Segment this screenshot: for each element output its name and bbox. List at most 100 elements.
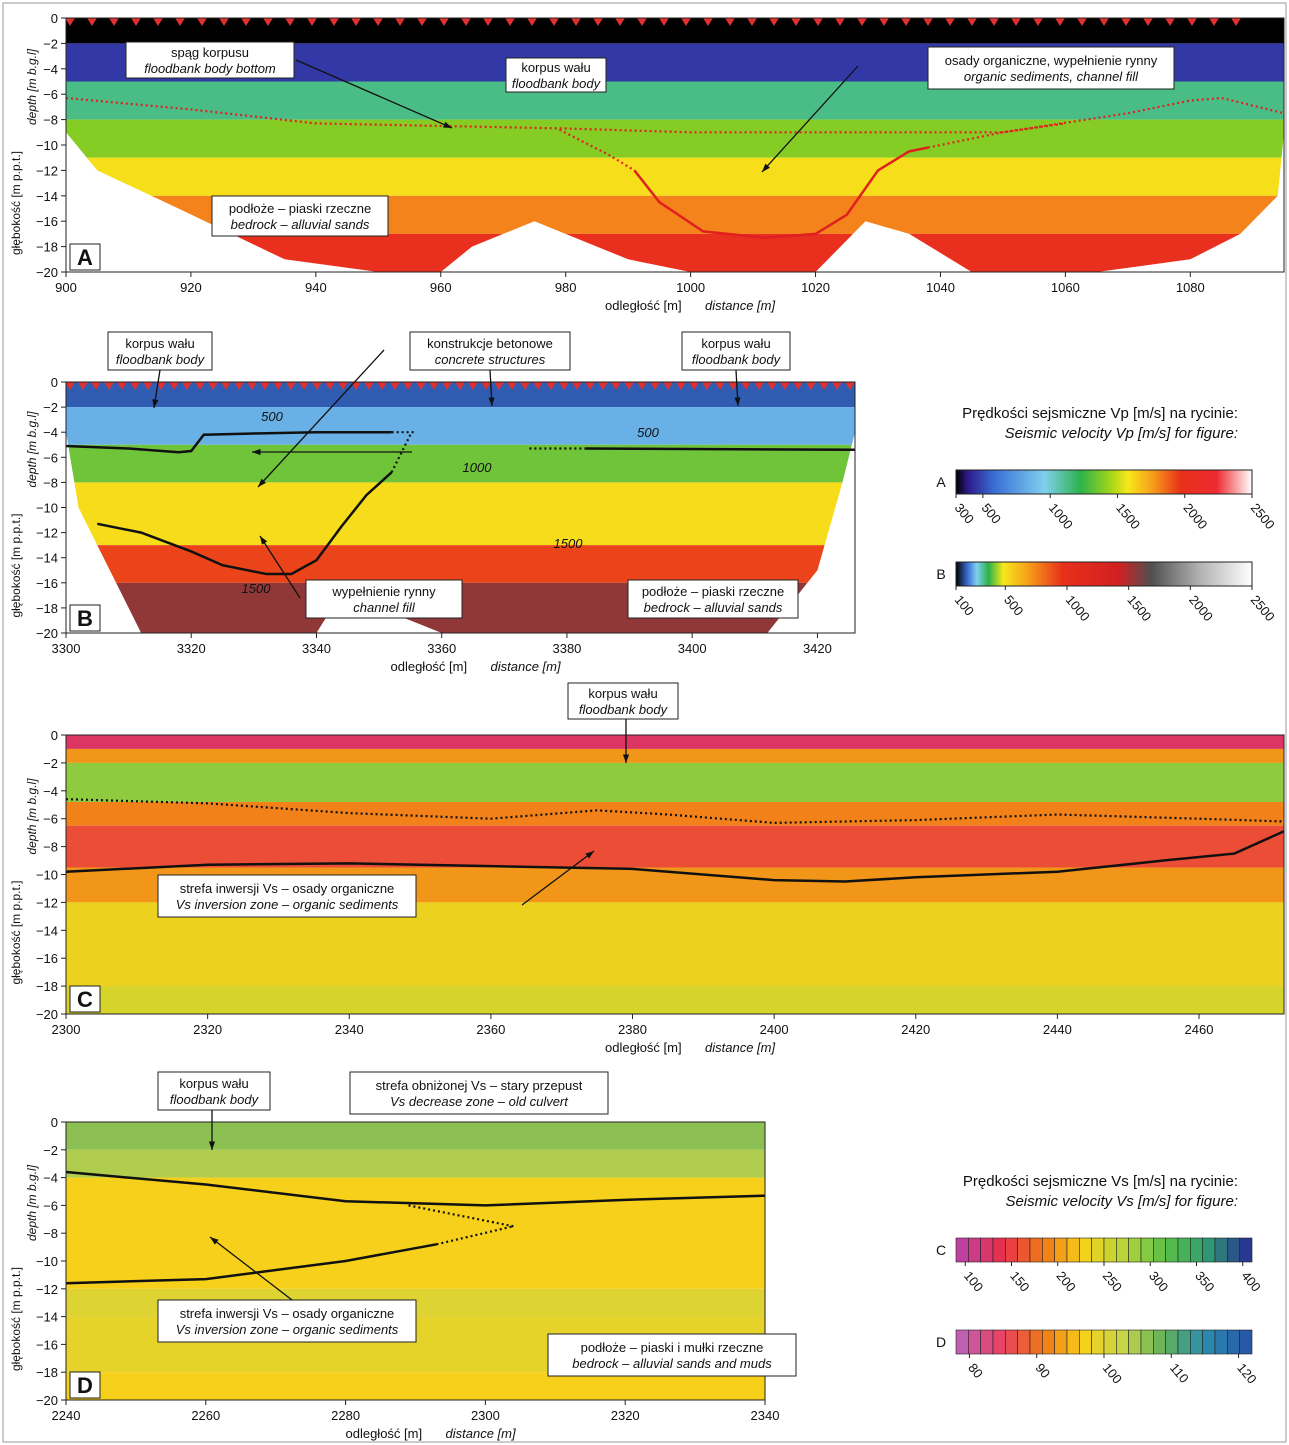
y-axis-label: głębokość [m p.p.t.] (9, 513, 23, 617)
legend-swatch (1153, 1237, 1166, 1263)
annotation-text-en: floodbank body (512, 76, 602, 91)
x-tick-label: 2440 (1043, 1022, 1072, 1037)
legend-swatch (1190, 1237, 1203, 1263)
annotation-text-en: floodbank body (170, 1092, 260, 1107)
x-axis-label-en: distance [m] (446, 1426, 516, 1441)
x-tick-label: 960 (430, 280, 452, 295)
legend-swatch (1140, 1329, 1154, 1355)
y-tick-label: 0 (51, 1115, 58, 1130)
legend-swatch (1029, 1237, 1043, 1263)
annotation-box (505, 57, 607, 93)
panel-letter-box (69, 604, 101, 632)
y-tick-label: −10 (36, 1254, 58, 1269)
x-tick-label: 900 (55, 280, 77, 295)
x-tick-label: 2420 (901, 1022, 930, 1037)
annotation-text-en: bedrock – alluvial sands (644, 600, 783, 615)
legend-swatch (1066, 1329, 1080, 1355)
legend-swatch (1079, 1329, 1092, 1355)
geophone-marker (598, 382, 608, 390)
x-tick-label: 3360 (427, 641, 456, 656)
geophone-marker (442, 382, 452, 390)
annotation-arrowhead (252, 448, 261, 456)
annotation-arrowhead (260, 536, 268, 545)
velocity-layer (66, 748, 1284, 763)
geophone-marker (857, 18, 867, 26)
geophone-marker (1011, 18, 1021, 26)
annotation-text: podłoże – piaski i mułki rzeczne (581, 1340, 764, 1355)
geophone-marker (338, 382, 348, 390)
panel-letter-box (69, 243, 101, 271)
geophone-marker (832, 382, 842, 390)
legend-swatch (1177, 1329, 1191, 1355)
boundary-line (927, 122, 1066, 149)
geophone-marker (395, 18, 405, 26)
legend-swatch (1214, 1329, 1228, 1355)
geophone-marker (989, 18, 999, 26)
x-tick-label: 3400 (678, 641, 707, 656)
geophone-marker (923, 18, 933, 26)
velocity-layer (66, 1149, 765, 1178)
y-tick-label: 0 (51, 728, 58, 743)
geophone-marker (241, 18, 251, 26)
legend-swatch (1239, 1329, 1253, 1355)
boundary-line (65, 830, 1285, 883)
velocity-layer (66, 407, 855, 445)
legend-swatch (1177, 1237, 1191, 1263)
y-tick-label: 0 (51, 11, 58, 26)
y-tick-label: −8 (43, 840, 58, 855)
legend-bar-label: B (936, 566, 945, 582)
annotation-text-en: channel fill (353, 600, 416, 615)
geophone-marker (390, 382, 400, 390)
geophone-marker (813, 18, 823, 26)
geophone-marker (1231, 18, 1241, 26)
y-axis-label: głębokość [m p.p.t.] (9, 1267, 23, 1371)
legend-block: Prędkości sejsmiczne Vp [m/s] na rycinie… (936, 405, 1277, 624)
legend-swatch (980, 1329, 994, 1355)
x-tick-label: 2340 (751, 1408, 780, 1423)
y-tick-label: −8 (43, 113, 58, 128)
annotation-text: wypełnienie rynny (331, 584, 436, 599)
x-tick-label: 1020 (801, 280, 830, 295)
annotation-text: korpus wału (701, 336, 770, 351)
legend-colorbar (955, 561, 1253, 587)
boundary-line (436, 1225, 514, 1246)
legend-block: Prędkości sejsmiczne Vs [m/s] na rycinie… (936, 1173, 1264, 1387)
geophone-marker (754, 382, 764, 390)
x-tick-label: 2280 (331, 1408, 360, 1423)
annotation-box (681, 331, 791, 371)
geophone-marker (468, 382, 478, 390)
geophone-marker (659, 18, 669, 26)
geophone-marker (637, 382, 647, 390)
annotation-box (157, 874, 417, 918)
contour-label: 1000 (463, 460, 493, 475)
geophone-marker (549, 18, 559, 26)
geophone-marker (416, 382, 426, 390)
velocity-layer (66, 545, 855, 583)
annotation-text: podłoże – piaski rzeczne (229, 201, 371, 216)
x-tick-label: 2240 (52, 1408, 81, 1423)
boundary-line (65, 798, 1285, 824)
contour-label: 500 (637, 425, 659, 440)
geophone-marker (741, 382, 751, 390)
y-tick-label: −6 (43, 87, 58, 102)
legend-swatch (1042, 1237, 1055, 1263)
geophone-marker (747, 18, 757, 26)
x-tick-label: 1060 (1051, 280, 1080, 295)
legend-swatch (1029, 1329, 1043, 1355)
legend-tick-label: 120 (1234, 1360, 1259, 1386)
legend-title: Prędkości sejsmiczne Vp [m/s] na rycinie… (962, 405, 1238, 422)
legend-tick-label: 80 (965, 1360, 986, 1381)
y-tick-label: −18 (36, 1365, 58, 1380)
geophone-marker (78, 382, 88, 390)
legend-title-en: Seismic velocity Vp [m/s] for figure: (1005, 425, 1238, 442)
geophone-marker (156, 382, 166, 390)
y-tick-label: −20 (36, 265, 58, 280)
panel-letter: A (77, 245, 93, 270)
velocity-layer (66, 825, 1284, 868)
x-tick-label: 3420 (803, 641, 832, 656)
x-tick-label: 920 (180, 280, 202, 295)
geophone-marker (624, 382, 634, 390)
x-tick-label: 2340 (335, 1022, 364, 1037)
